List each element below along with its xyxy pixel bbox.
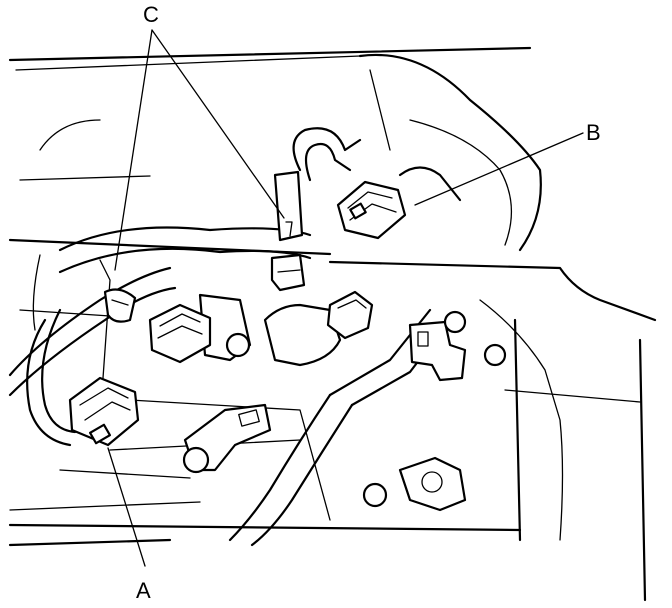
mounting-bracket xyxy=(182,293,507,512)
callout-b: B xyxy=(586,120,601,145)
connector-middle xyxy=(148,303,212,364)
leader-lines xyxy=(107,29,584,567)
connector-b xyxy=(336,180,407,240)
connector-a xyxy=(68,376,140,447)
callout-c: C xyxy=(143,2,159,27)
small-plug xyxy=(270,253,306,292)
harness-clips xyxy=(103,170,304,323)
callout-a: A xyxy=(136,578,151,603)
connector-right xyxy=(326,290,374,340)
